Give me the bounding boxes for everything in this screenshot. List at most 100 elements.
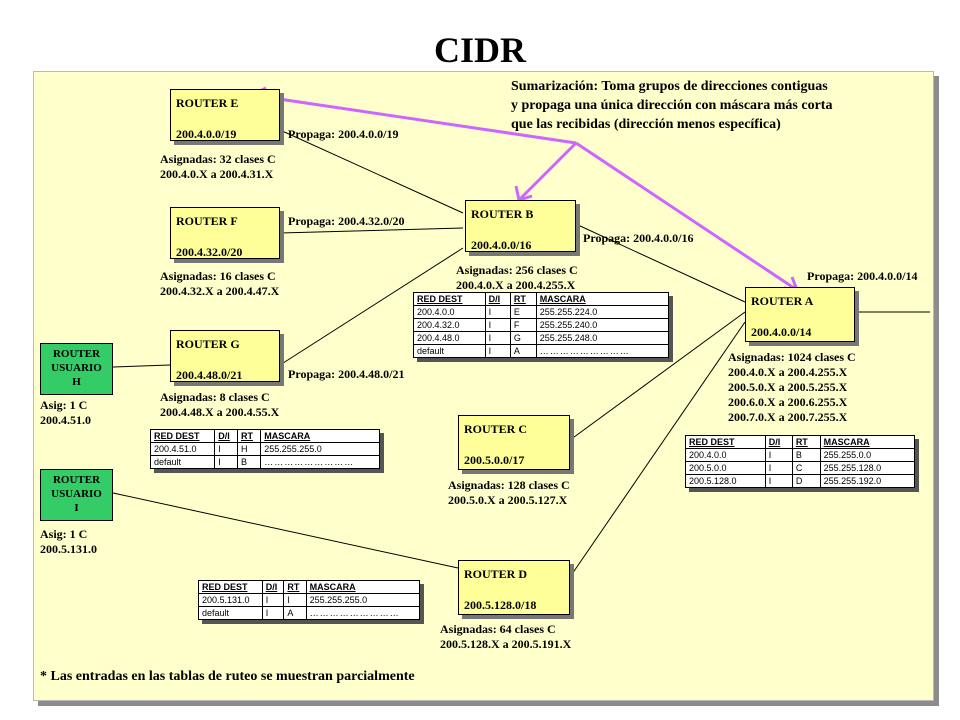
router-g[interactable]: ROUTER G 200.4.48.0/21: [170, 330, 280, 382]
header-cell: D/I: [484, 292, 511, 306]
header-cell: RT: [236, 429, 262, 443]
header-cell: RT: [791, 435, 821, 449]
router-usuario-i[interactable]: ROUTER USUARIO I: [40, 469, 113, 521]
cell: I: [261, 593, 285, 607]
table-row: 200.5.128.0 I D 255.255.192.0: [685, 474, 916, 488]
router-prefix: 200.4.32.0/20: [176, 245, 243, 259]
router-prefix: 200.5.128.0/18: [464, 598, 537, 612]
asig-line: 200.4.48.X a 200.4.55.X: [160, 405, 280, 419]
cell: default: [198, 606, 263, 620]
cell: ………………………: [260, 455, 380, 469]
router-name: ROUTER D: [464, 567, 528, 581]
cell: 200.4.0.0: [413, 305, 486, 319]
routing-table-b: RED DEST D/I RT MASCARA 200.4.0.0 I E 25…: [413, 292, 670, 358]
cell: 255.255.255.0: [305, 593, 421, 607]
router-c[interactable]: ROUTER C 200.5.0.0/17: [458, 415, 570, 470]
propaga-a: Propaga: 200.4.0.0/14: [807, 269, 918, 283]
asignadas-c: Asignadas: 128 clases C 200.5.0.X a 200.…: [448, 478, 570, 508]
asignadas-f: Asignadas: 16 clases C 200.4.32.X a 200.…: [160, 269, 279, 299]
asignadas-b: Asignadas: 256 clases C 200.4.0.X a 200.…: [456, 263, 578, 293]
table-header: RED DEST D/I RT MASCARA: [149, 429, 380, 443]
link-h-g: [112, 364, 171, 368]
cell: 255.255.224.0: [535, 305, 670, 319]
header-cell: MASCARA: [535, 292, 670, 306]
router-name-line: I: [74, 502, 79, 514]
asig-line: 200.6.0.X a 200.6.255.X: [728, 395, 848, 409]
table-header: RED DEST D/I RT MASCARA: [685, 435, 916, 449]
header-cell: RT: [509, 292, 537, 306]
cell: default: [413, 344, 486, 358]
header-cell: D/I: [214, 429, 238, 443]
cell: 255.255.128.0: [819, 461, 916, 475]
asig-line: Asignadas: 128 clases C: [448, 478, 570, 492]
cell: 200.4.32.0: [413, 318, 486, 332]
asig-line: Asignadas: 8 clases C: [160, 390, 270, 404]
link-c-a: [569, 311, 746, 441]
cell: 255.255.0.0: [819, 448, 916, 462]
cell: A: [509, 344, 537, 358]
cell: I: [484, 318, 511, 332]
summary-arrow-b: [517, 141, 578, 202]
cell: I: [764, 461, 793, 475]
propaga-b: Propaga: 200.4.0.0/16: [583, 231, 694, 245]
propaga-g: Propaga: 200.4.48.0/21: [288, 367, 405, 381]
asig-h: Asig: 1 C 200.4.51.0: [40, 398, 91, 428]
asig-line: 200.4.0.X a 200.4.255.X: [728, 365, 848, 379]
cell: D: [791, 474, 821, 488]
asig-line: 200.5.128.X a 200.5.191.X: [440, 637, 572, 651]
router-name-line: ROUTER: [52, 348, 101, 360]
table-row: 200.5.0.0 I C 255.255.128.0: [685, 461, 916, 475]
summary-arrow-a: [575, 141, 798, 292]
link-b-a: [577, 224, 746, 303]
header-cell: RED DEST: [198, 580, 263, 594]
header-cell: RT: [283, 580, 307, 594]
router-name: ROUTER A: [751, 294, 814, 308]
cell: I: [214, 442, 238, 456]
cell: I: [764, 448, 793, 462]
link-f-b: [279, 227, 464, 234]
cell: I: [484, 305, 511, 319]
cell: I: [764, 474, 793, 488]
cell: F: [509, 318, 537, 332]
table-row: 200.4.48.0 I G 255.255.248.0: [413, 331, 670, 345]
asig-line: 200.4.51.0: [40, 413, 91, 427]
table-row: default I A ………………………: [413, 344, 670, 358]
asig-line: Asig: 1 C: [40, 527, 88, 541]
asig-i: Asig: 1 C 200.5.131.0: [40, 527, 97, 557]
leader-dots: ………………………: [264, 456, 355, 467]
summary-line: que las recibidas (dirección menos espec…: [511, 117, 781, 132]
router-prefix: 200.4.0.0/19: [176, 127, 237, 141]
router-name-line: USUARIO: [51, 488, 102, 500]
router-usuario-h[interactable]: ROUTER USUARIO H: [40, 343, 113, 395]
asig-line: Asignadas: 256 clases C: [456, 263, 578, 277]
header-cell: D/I: [764, 435, 793, 449]
router-d[interactable]: ROUTER D 200.5.128.0/18: [458, 560, 570, 615]
summary-text: Sumarización: Toma grupos de direcciones…: [511, 77, 832, 134]
asig-line: Asignadas: 32 clases C: [160, 152, 276, 166]
cell: 255.255.192.0: [819, 474, 916, 488]
header-cell: RED DEST: [685, 435, 766, 449]
cell: A: [283, 606, 307, 620]
cell: B: [791, 448, 821, 462]
asig-line: Asignadas: 16 clases C: [160, 269, 276, 283]
table-row: 200.4.0.0 I E 255.255.224.0: [413, 305, 670, 319]
asignadas-e: Asignadas: 32 clases C 200.4.0.X a 200.4…: [160, 152, 276, 182]
router-prefix: 200.5.0.0/17: [464, 453, 525, 467]
asig-line: 200.5.131.0: [40, 542, 97, 556]
router-b[interactable]: ROUTER B 200.4.0.0/16: [465, 200, 576, 252]
link-e-b: [279, 129, 464, 214]
propaga-e: Propaga: 200.4.0.0/19: [288, 127, 399, 141]
router-a[interactable]: ROUTER A 200.4.0.0/14: [745, 287, 855, 342]
cell: 200.4.0.0: [685, 448, 766, 462]
router-f[interactable]: ROUTER F 200.4.32.0/20: [170, 207, 280, 259]
router-name: ROUTER C: [464, 422, 528, 436]
cell: ………………………: [305, 606, 421, 620]
cell: I: [214, 455, 238, 469]
summary-arrow-main: [251, 93, 577, 145]
link-g-b: [279, 247, 464, 366]
summary-line: y propaga una única dirección con máscar…: [511, 98, 833, 113]
router-e[interactable]: ROUTER E 200.4.0.0/19: [170, 89, 280, 141]
table-row: 200.5.131.0 I I 255.255.255.0: [198, 593, 421, 607]
asig-line: 200.4.32.X a 200.4.47.X: [160, 284, 280, 298]
cell: I: [261, 606, 285, 620]
